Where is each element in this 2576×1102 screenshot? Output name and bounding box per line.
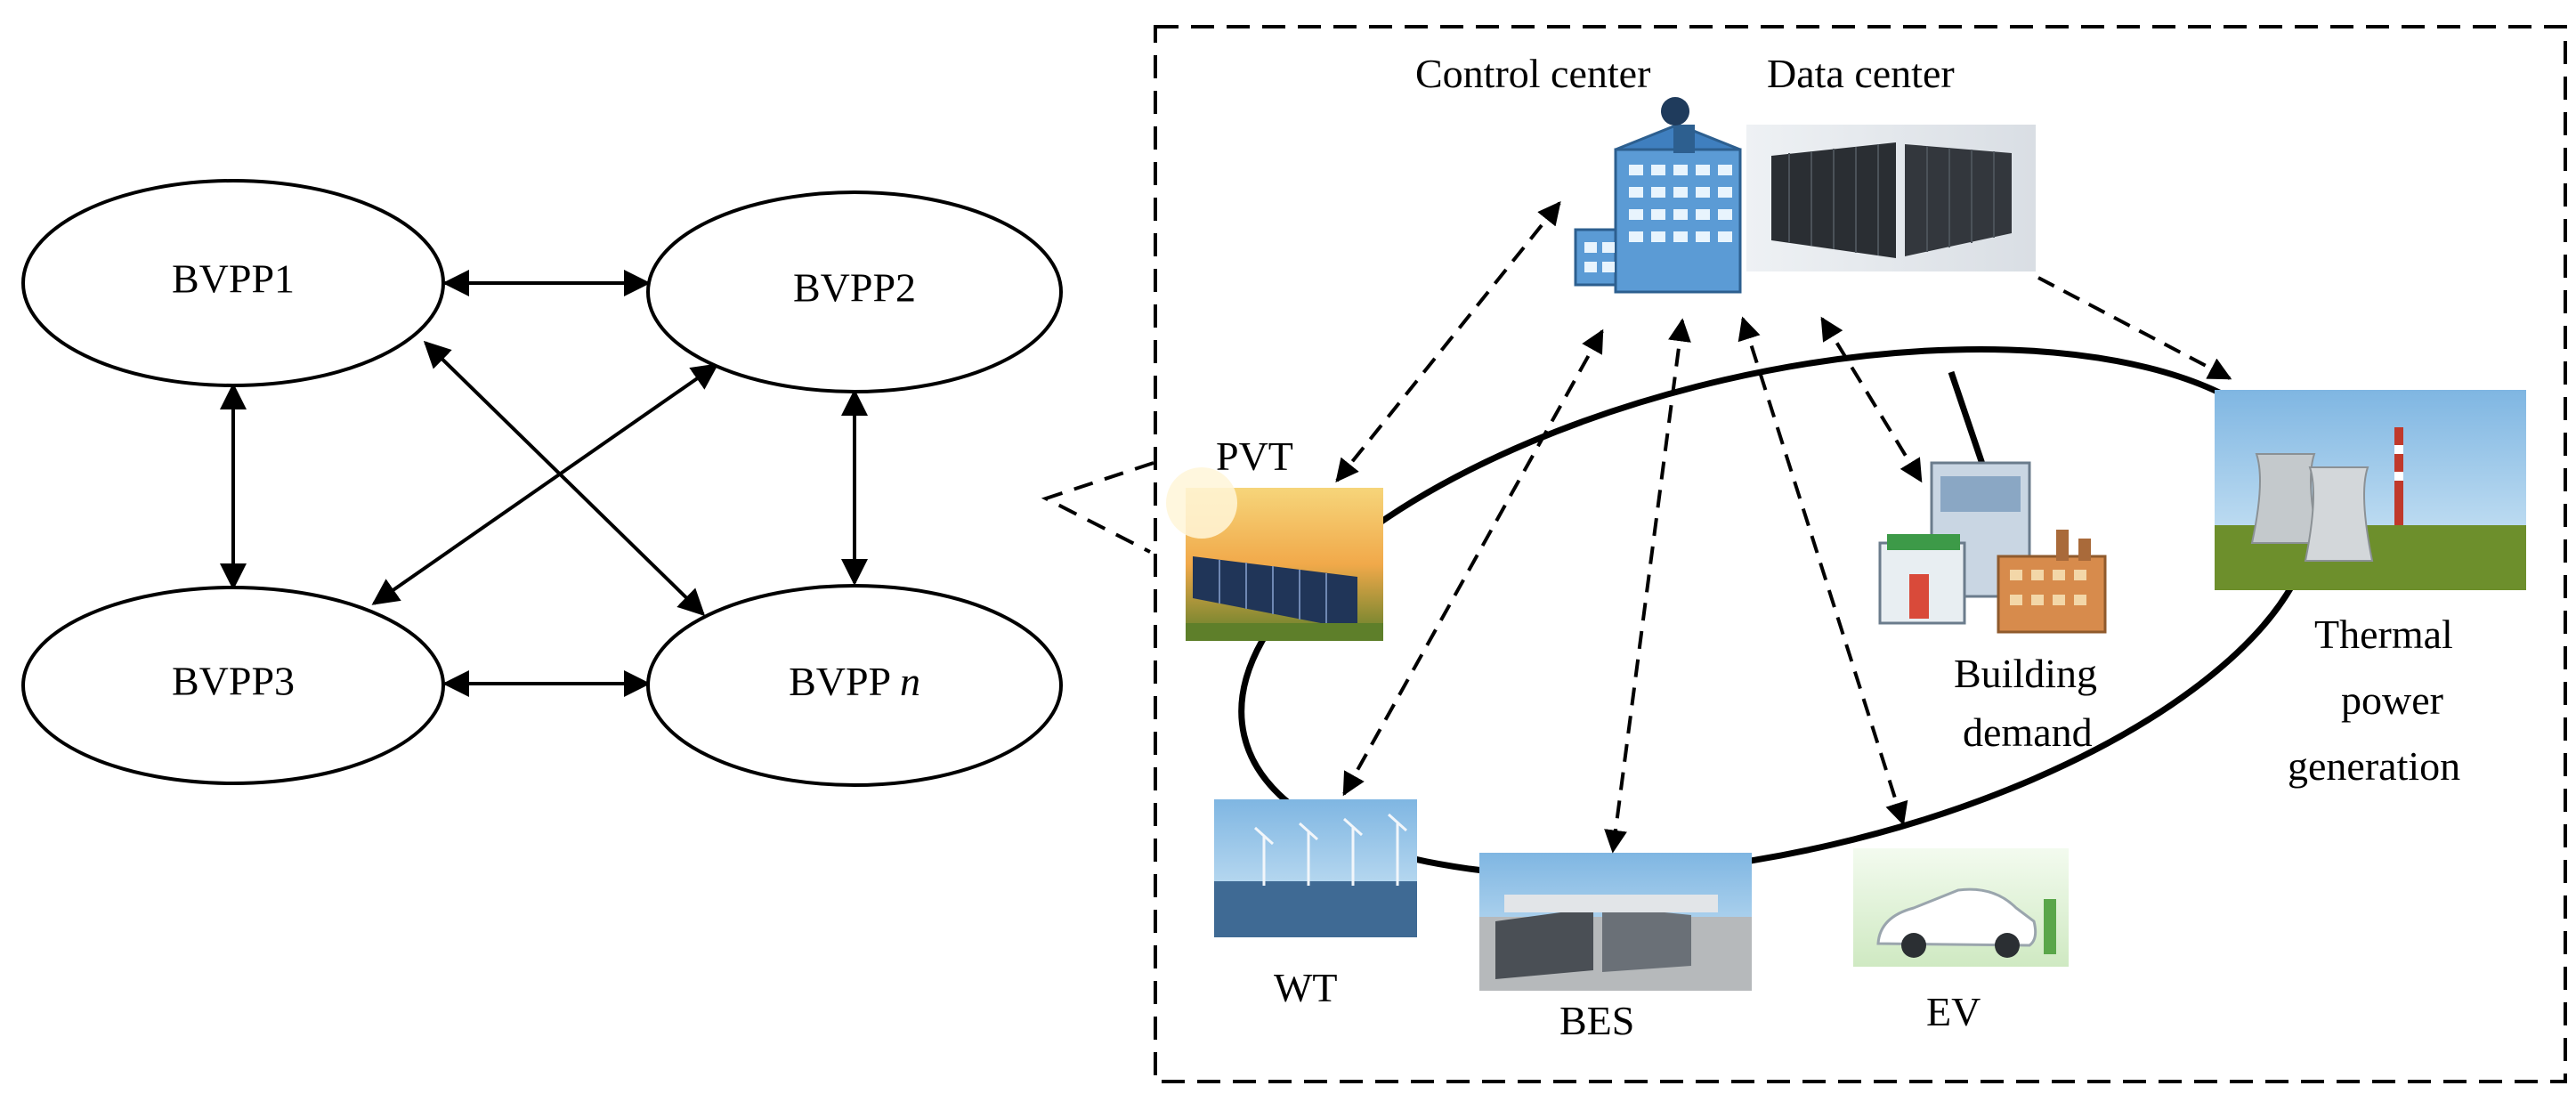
node-bvpp3-label: BVPP3 — [172, 659, 295, 704]
thermal-label-1: Thermal — [2314, 612, 2453, 657]
control-center-icon — [1574, 97, 1742, 294]
wt-image — [1214, 799, 1417, 937]
node-bvpp1-label: BVPP1 — [172, 256, 295, 302]
building-demand-icon — [1878, 461, 2107, 634]
node-bvpp3: BVPP3 — [21, 586, 445, 785]
bes-label: BES — [1559, 998, 1634, 1043]
link-bvpp2-bvpp3 — [371, 363, 719, 605]
data-center-image — [1746, 125, 2036, 271]
comm-pvt — [1335, 200, 1561, 483]
comm-wt — [1342, 328, 1604, 797]
wt-label: WT — [1274, 965, 1338, 1010]
network-links — [220, 270, 868, 697]
communication-links — [1335, 200, 2232, 854]
comm-ev — [1738, 316, 1908, 826]
comm-thermal — [2037, 276, 2232, 380]
bes-image — [1479, 853, 1752, 991]
ev-label: EV — [1926, 989, 1981, 1034]
control-center-label: Control center — [1415, 51, 1650, 96]
pvt-image — [1166, 467, 1383, 641]
comm-building — [1820, 316, 1923, 483]
node-bvpp1: BVPP1 — [21, 179, 445, 387]
bvpp-network: BVPP1 BVPP2 BVPP3 BVPP n — [21, 179, 1063, 787]
node-bvppn: BVPP n — [646, 584, 1063, 787]
comm-bes — [1604, 318, 1691, 854]
detail-border — [1154, 25, 2567, 1083]
link-bvpp1-bvppn — [423, 340, 706, 617]
node-bvppn-label-prefix: BVPP — [789, 659, 900, 704]
node-bvppn-label-var: n — [900, 659, 920, 704]
thermal-label-3: generation — [2288, 743, 2460, 789]
ev-image — [1853, 848, 2069, 967]
zoom-callout — [1041, 461, 1154, 554]
node-bvppn-label: BVPP n — [789, 659, 920, 704]
thermal-label-2: power — [2341, 677, 2443, 723]
building-demand-label-1: Building — [1954, 651, 2097, 696]
node-bvpp2: BVPP2 — [646, 190, 1063, 393]
thermal-power-image — [2215, 390, 2526, 590]
detail-panel: Control center Data center PVT Building … — [1154, 25, 2567, 1083]
pvt-label: PVT — [1216, 434, 1293, 479]
data-center-label: Data center — [1767, 51, 1955, 96]
building-demand-label-2: demand — [1963, 709, 2093, 755]
node-bvpp2-label: BVPP2 — [793, 265, 916, 311]
